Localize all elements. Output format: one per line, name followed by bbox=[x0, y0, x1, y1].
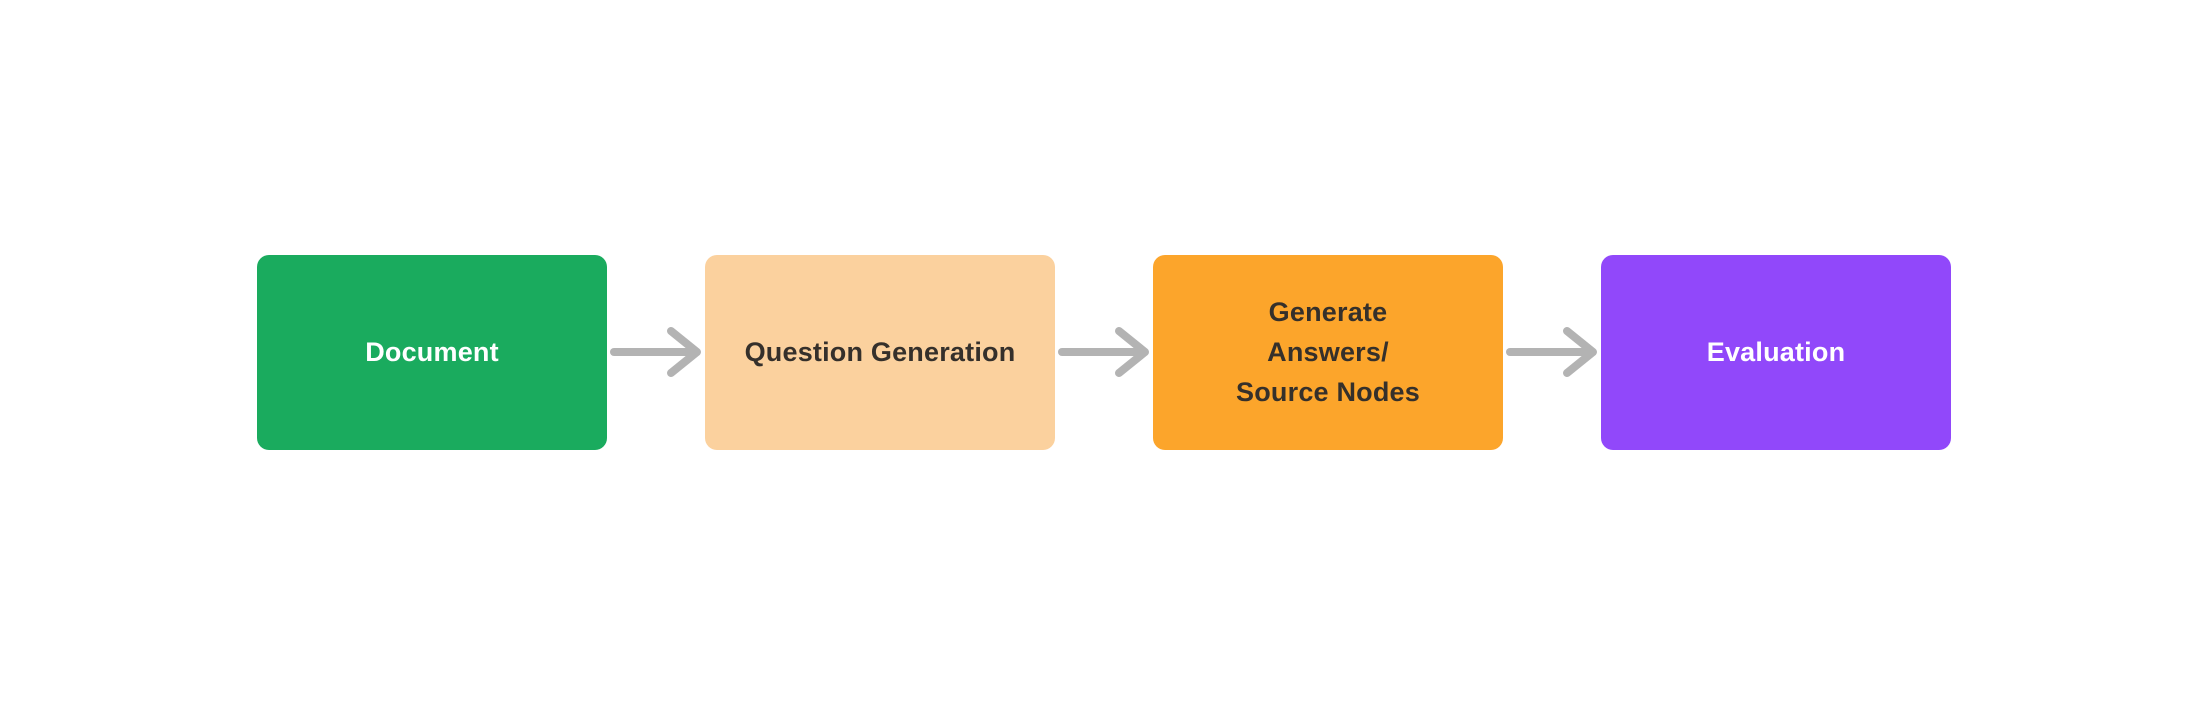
node-question-generation-label: Question Generation bbox=[744, 337, 1016, 367]
arrow-right-icon bbox=[1058, 327, 1149, 377]
node-document-label: Document bbox=[365, 337, 499, 367]
connector-1 bbox=[607, 322, 705, 382]
connector-2 bbox=[1055, 322, 1153, 382]
node-generate-answers-source-nodes: Generate Answers/ Source Nodes bbox=[1153, 254, 1503, 450]
node-generate-answers-source-nodes-label: Generate Answers/ Source Nodes bbox=[1236, 297, 1420, 407]
arrow-right-icon bbox=[1506, 327, 1597, 377]
connector-3 bbox=[1503, 322, 1601, 382]
node-evaluation: Evaluation bbox=[1601, 254, 1951, 450]
arrow-right-icon bbox=[610, 327, 701, 377]
node-evaluation-label: Evaluation bbox=[1706, 337, 1846, 367]
node-document: Document bbox=[257, 254, 607, 450]
node-question-generation: Question Generation bbox=[705, 254, 1055, 450]
